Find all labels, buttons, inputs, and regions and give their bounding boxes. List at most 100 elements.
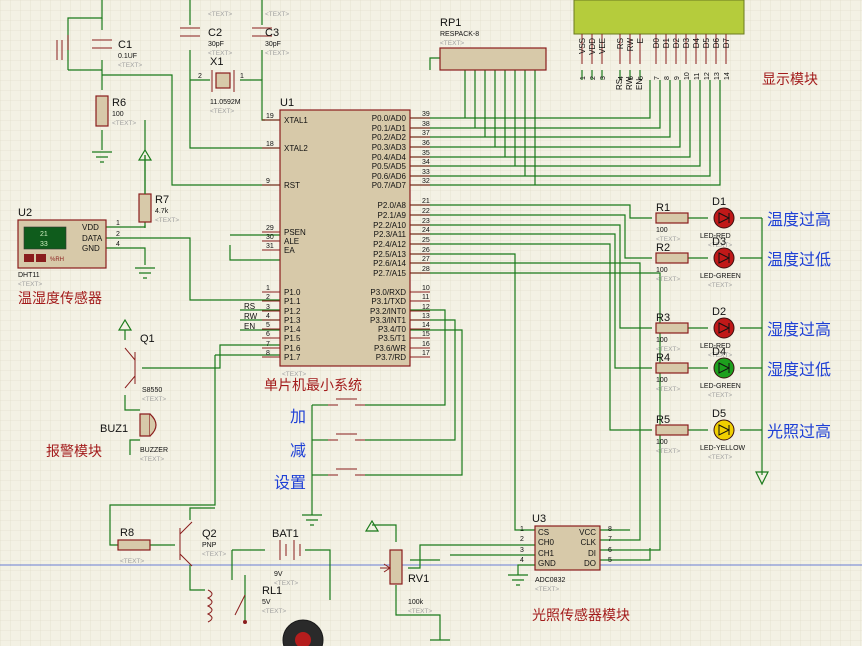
bat1-text: <TEXT>	[274, 580, 298, 587]
lcd-pin-name: VDD	[588, 38, 597, 55]
adc-pin-name: CH0	[538, 538, 555, 547]
q2-ref: Q2	[202, 528, 217, 540]
led-resistor-ref: R4	[656, 352, 670, 364]
r6-ref: R6	[112, 97, 126, 109]
c3-ref: C3	[265, 27, 279, 39]
u1-pin-name: P3.0/RXD	[370, 288, 406, 297]
net-label: EN	[244, 322, 255, 331]
adc-pin-number: 5	[608, 557, 612, 564]
led-resistor-text: <TEXT>	[656, 386, 680, 393]
r7-ref: R7	[155, 194, 169, 206]
resistor-pack-rp1: RP1 RESPACK-8 <TEXT>	[439, 17, 547, 71]
wires	[67, 0, 763, 640]
adc-pin-name: DO	[584, 559, 596, 568]
u1-pin-name: P0.2/AD2	[372, 133, 407, 142]
u1-pin-name: P2.3/A11	[374, 230, 407, 239]
ground-symbol-buttons	[302, 514, 322, 526]
lcd-pin-number: 3	[600, 76, 607, 80]
u1-pin-number: 14	[422, 322, 430, 329]
power-arrow-icon	[755, 471, 769, 486]
lcd-pin-name: D5	[702, 37, 711, 48]
u1-pin-number: 18	[266, 141, 274, 148]
u1-pin-name: P1.1	[284, 297, 301, 306]
led-ref: D3	[712, 236, 726, 248]
adc-pin-number: 4	[520, 557, 524, 564]
led-resistor-text: <TEXT>	[656, 346, 680, 353]
lcd-pin-name: RW	[626, 38, 635, 52]
button-add-label: 加	[290, 407, 306, 426]
dht-module-label: 温湿度传感器	[18, 290, 102, 307]
c3-text: <TEXT>	[265, 50, 289, 57]
lcd-module-label: 显示模块	[762, 72, 818, 88]
u1-pin-name: P0.0/AD0	[372, 114, 407, 123]
u1-pin-number: 9	[266, 178, 270, 185]
c2-text: <TEXT>	[208, 50, 232, 57]
capacitor-c3: <TEXT> C3 30pF <TEXT>	[252, 11, 289, 57]
u1-pin-number: 13	[422, 313, 430, 320]
led-value: LED-RED	[700, 343, 731, 350]
rp1-value: RESPACK-8	[440, 31, 479, 38]
rp1-ref: RP1	[440, 17, 461, 29]
led-resistor-text: <TEXT>	[656, 448, 680, 455]
lcd-pin-name: D6	[712, 37, 721, 48]
u1-pin-name: P3.3/INT1	[370, 316, 407, 325]
ground-symbol-adc	[508, 574, 528, 586]
lcd-pin-number: 11	[694, 73, 701, 80]
u1-pin-name: P0.7/AD7	[372, 181, 407, 190]
led-value: LED-RED	[700, 233, 731, 240]
x1-ref: X1	[210, 56, 223, 68]
rv1-ref: RV1	[408, 573, 429, 585]
u1-pin-number: 10	[422, 285, 430, 292]
u1-pin-name: ALE	[284, 237, 299, 246]
dht-screen	[23, 226, 67, 250]
adc-pin-name: CH1	[538, 549, 555, 558]
lcd-pin-name: D4	[692, 37, 701, 48]
dht-unit: %RH	[50, 257, 64, 263]
indicator-label: 温度过低	[767, 250, 831, 269]
adc-pin-number: 2	[520, 536, 524, 543]
u1-pin-name: P1.3	[284, 316, 301, 325]
buzzer-buz1: BUZ1 BUZZER <TEXT>	[100, 413, 168, 463]
lcd-screen	[573, 0, 745, 35]
c3-value: 30pF	[265, 41, 281, 48]
lcd-pin-name: D3	[682, 37, 691, 48]
u1-pin-number: 23	[422, 218, 430, 225]
u1-pin-name: P2.1/A9	[378, 211, 407, 220]
led-icon	[713, 419, 735, 441]
dht-pin-name: DATA	[82, 234, 103, 243]
lcd-display: VSS1VDD2VEE3RS4RW5E6D07D18D29D310D411D51…	[573, 0, 745, 90]
lcd-pin-number: 8	[664, 76, 671, 80]
u1-pin-number: 25	[422, 237, 430, 244]
svg-text:1: 1	[240, 73, 244, 80]
net-label: RW	[244, 312, 258, 321]
u1-pin-number: 17	[422, 350, 430, 357]
alarm-module-label: 报警模块	[46, 444, 102, 460]
u1-pin-number: 34	[422, 159, 430, 166]
lcd-pin-number: 4	[618, 76, 625, 80]
u1-pin-name: XTAL1	[284, 116, 308, 125]
led-text: <TEXT>	[708, 352, 732, 359]
q1-text: <TEXT>	[142, 396, 166, 403]
u1-pin-name: P3.6/WR	[374, 344, 406, 353]
x1-text: <TEXT>	[210, 108, 234, 115]
lcd-pin-number: 6	[638, 76, 645, 80]
u1-pin-number: 5	[266, 322, 270, 329]
u1-pin-number: 2	[266, 294, 270, 301]
indicator-label: 湿度过低	[767, 360, 831, 379]
lcd-pin-number: 12	[704, 72, 711, 80]
indicator-label: 湿度过高	[767, 320, 831, 339]
button-add-symbol	[328, 398, 365, 406]
led-resistor	[655, 252, 689, 264]
u2-value: DHT11	[18, 272, 40, 279]
led-diode-symbol	[718, 362, 731, 374]
led-resistor-text: <TEXT>	[656, 236, 680, 243]
u1-pin-number: 30	[266, 234, 274, 241]
led-value: LED-GREEN	[700, 273, 741, 280]
u1-pin-number: 24	[422, 227, 430, 234]
button-set-label: 设置	[274, 473, 306, 492]
led-resistor	[655, 362, 689, 374]
buz1-text: <TEXT>	[140, 456, 164, 463]
resistor-r7: R7 4.7k <TEXT>	[137, 148, 179, 224]
adc-pin-name: CLK	[580, 538, 596, 547]
